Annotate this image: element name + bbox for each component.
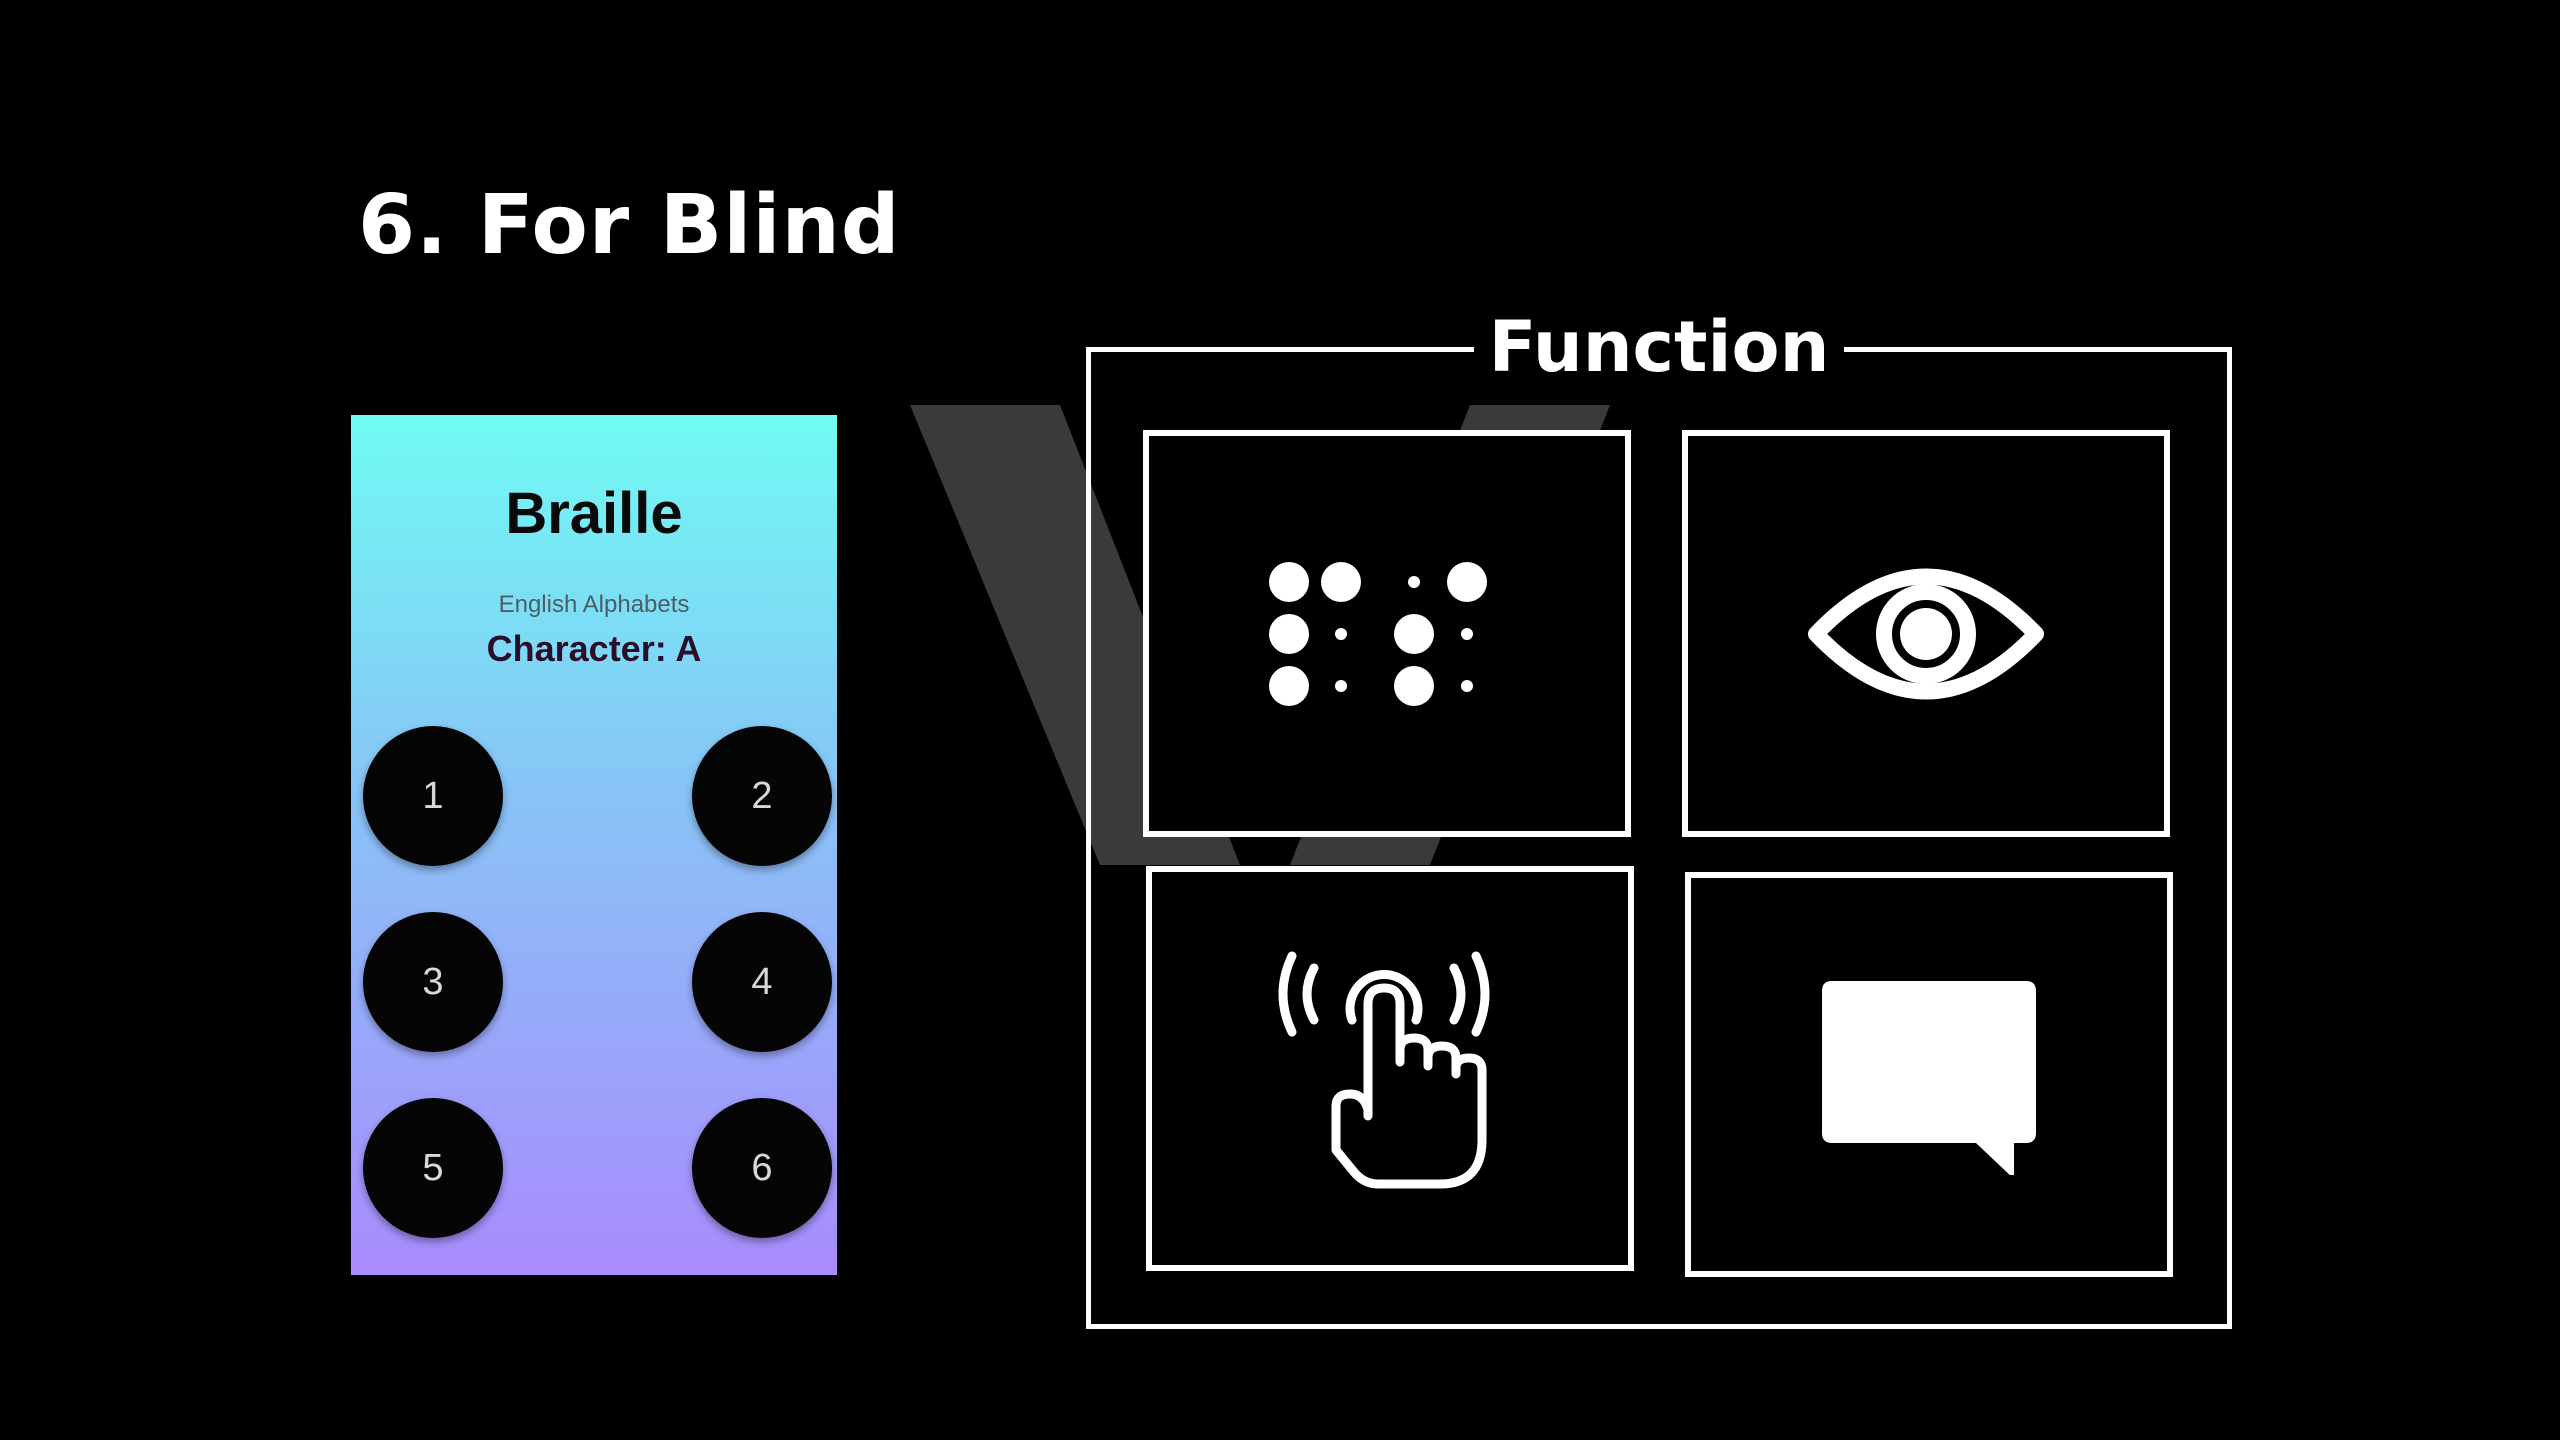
function-cell-braille — [1143, 430, 1631, 837]
braille-dot-button-1[interactable]: 1 — [363, 726, 503, 866]
touch-vibration-icon — [1278, 951, 1490, 1188]
function-cell-touch — [1146, 866, 1634, 1271]
eye-icon — [1808, 568, 2044, 699]
braille-app-screen: Braille English Alphabets Character: A 1… — [351, 415, 837, 1275]
app-title: Braille — [505, 481, 683, 546]
speech-bubble-icon — [1822, 980, 2036, 1175]
function-cell-vision — [1682, 430, 2170, 837]
function-cell-message — [1685, 872, 2173, 1277]
braille-dot-button-5[interactable]: 5 — [363, 1098, 503, 1238]
braille-dot-button-6[interactable]: 6 — [692, 1098, 832, 1238]
function-panel-label: Function — [1474, 305, 1844, 389]
braille-dot-button-3[interactable]: 3 — [363, 912, 503, 1052]
braille-dot-button-4[interactable]: 4 — [692, 912, 832, 1052]
braille-icon — [1269, 561, 1487, 706]
current-character: Character: A — [486, 628, 702, 669]
braille-dot-button-2[interactable]: 2 — [692, 726, 832, 866]
slide-title: 6. For Blind — [358, 178, 901, 273]
app-subtitle: English Alphabets — [498, 591, 690, 618]
